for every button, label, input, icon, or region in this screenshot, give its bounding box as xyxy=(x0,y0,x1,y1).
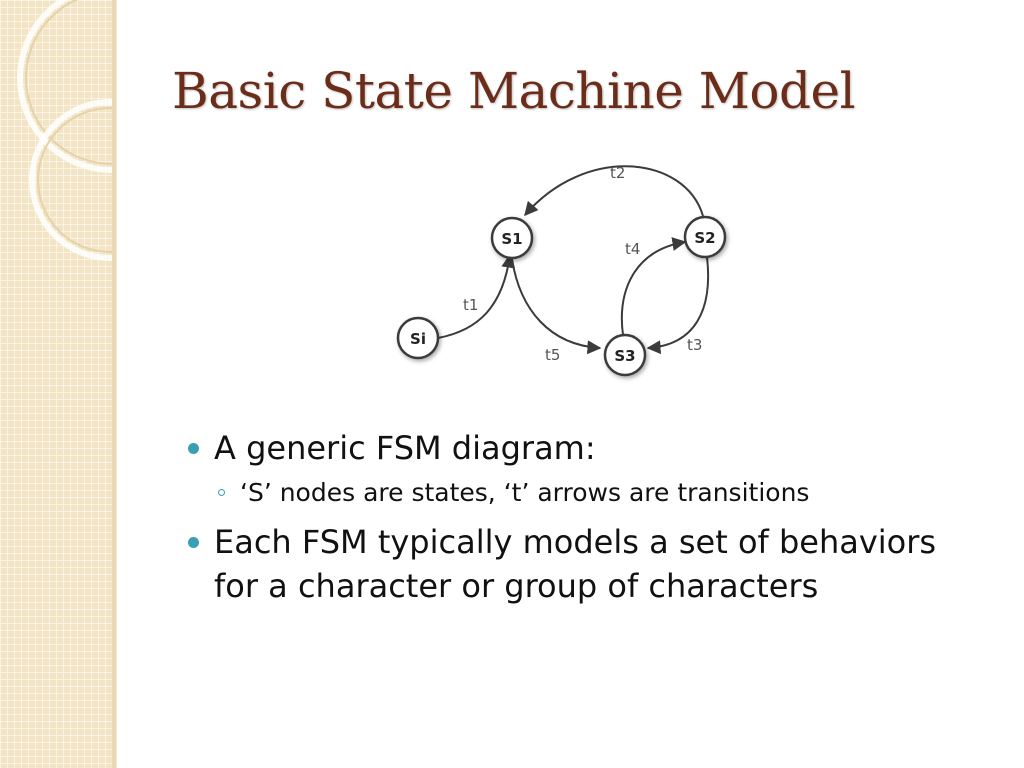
transition-label-t4: t4 xyxy=(625,240,640,258)
state-node-s1: S1 xyxy=(490,216,534,260)
state-node-si: Si xyxy=(396,316,440,360)
transition-t4-arrow xyxy=(621,237,687,336)
decorative-rings xyxy=(17,0,112,261)
state-node-s3: S3 xyxy=(603,333,647,377)
transition-label-t1: t1 xyxy=(463,296,478,314)
sub-bullet-text: ‘S’ nodes are states, ‘t’ arrows are tra… xyxy=(240,478,810,507)
side-strip-edge xyxy=(112,0,116,768)
state-node-label: S2 xyxy=(694,229,715,247)
state-node-label: S3 xyxy=(614,347,635,365)
side-strip-edge-highlight xyxy=(116,0,117,768)
state-node-s2: S2 xyxy=(683,215,727,259)
transition-label-t3: t3 xyxy=(687,336,702,354)
bullet-text: Each FSM typically models a set of behav… xyxy=(214,523,937,605)
sub-bullet-ring-icon xyxy=(218,489,225,496)
transition-label-t5: t5 xyxy=(545,346,560,364)
bullet-dot-icon xyxy=(188,443,199,454)
fsm-diagram: t2 t1 t5 t4 t3 S1 S2 S3 Si xyxy=(396,164,727,377)
transition-t2-arrow xyxy=(524,165,704,217)
state-node-label: Si xyxy=(410,330,426,348)
bullet-text: A generic FSM diagram: xyxy=(214,429,596,467)
sub-bullet-item: ‘S’ nodes are states, ‘t’ arrows are tra… xyxy=(184,476,984,510)
side-decoration-strip xyxy=(0,0,112,768)
state-node-label: S1 xyxy=(501,230,522,248)
transition-t1-arrow xyxy=(437,253,516,339)
bullet-dot-icon xyxy=(188,537,199,548)
transition-label-t2: t2 xyxy=(610,164,625,182)
bullet-list: A generic FSM diagram: ‘S’ nodes are sta… xyxy=(184,428,984,608)
slide-title: Basic State Machine Model xyxy=(172,62,856,120)
transition-t5-arrow xyxy=(511,258,602,355)
bullet-item: A generic FSM diagram: xyxy=(184,428,984,468)
bullet-item: Each FSM typically models a set of behav… xyxy=(184,520,984,608)
transition-t3-arrow xyxy=(646,256,709,355)
